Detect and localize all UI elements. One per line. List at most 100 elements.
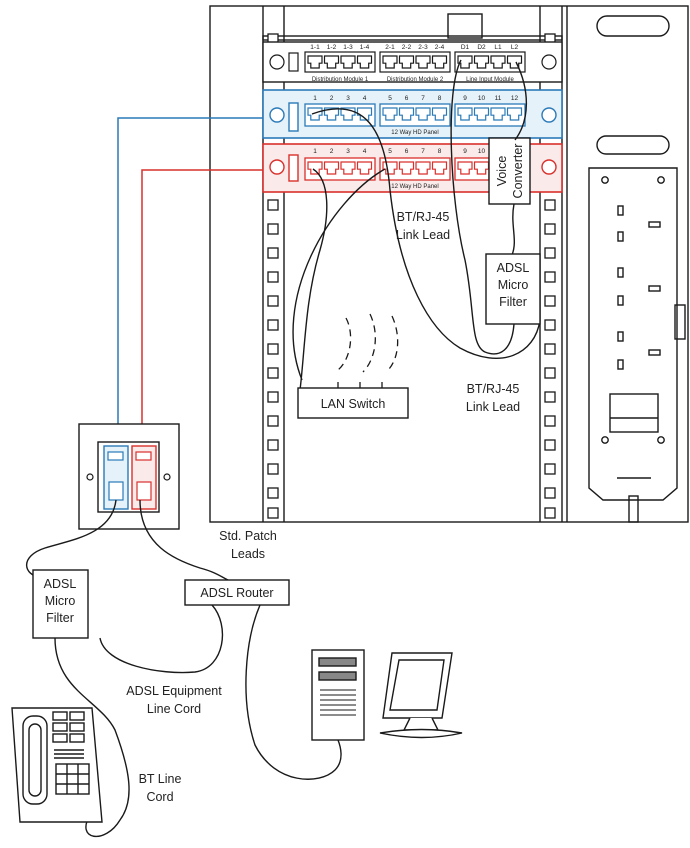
rj45-jack: [457, 161, 473, 175]
rj45-jack: [490, 107, 506, 121]
wifi-signal-icon: [337, 313, 399, 373]
adsl-router-label: ADSL Router: [200, 586, 273, 600]
adsl-filter-desk-line2: Micro: [45, 594, 76, 608]
rail-hole: [267, 223, 279, 235]
lan-switch: LAN Switch: [297, 382, 409, 419]
bt-rj45-link-lead-lower-line1: BT/RJ-45: [467, 382, 520, 396]
rail-hole: [544, 343, 556, 355]
rail-hole: [267, 463, 279, 475]
rj45-jack: [431, 107, 448, 121]
adsl-micro-filter-desk: ADSL Micro Filter: [32, 569, 89, 639]
rail-hole: [544, 223, 556, 235]
voice-converter: Voice Converter: [488, 137, 531, 205]
rj45-jack: [473, 55, 490, 69]
rail-hole: [267, 507, 279, 519]
adsl-filter-rack-line2: Micro: [498, 278, 529, 292]
port-number: 1-3: [343, 44, 353, 51]
rail-hole: [267, 367, 279, 379]
rj45-jack: [473, 107, 490, 121]
hd-panel-red-label: 12 Way HD Panel: [391, 184, 438, 190]
desktop-computer-icon: [311, 649, 365, 741]
port-number: 4: [363, 95, 367, 102]
external-cables: [26, 499, 342, 837]
bt-rj45-link-lead-lower-line2: Link Lead: [466, 400, 520, 414]
rail-hole: [544, 487, 556, 499]
rj45-jack: [323, 161, 340, 175]
distribution-module-1-label: Distribution Module 1: [312, 77, 369, 83]
adsl-filter-rack-line3: Filter: [499, 295, 527, 309]
port-number: 11: [495, 95, 502, 102]
port-number: D1: [461, 44, 470, 51]
port-number: 2: [330, 148, 334, 155]
port-number: 10: [478, 148, 486, 155]
rack-cables: [292, 59, 541, 391]
port-number: 1: [313, 95, 317, 102]
wall-socket-icon: [78, 423, 180, 530]
lan-switch-label: LAN Switch: [321, 397, 386, 411]
rj45-jack: [415, 107, 431, 121]
port-number: 10: [478, 95, 486, 102]
std-patch-leads-line1: Std. Patch: [219, 529, 277, 543]
bt-line-cord-line1: BT Line: [139, 772, 182, 786]
rail-hole: [267, 295, 279, 307]
rj45-jack: [398, 55, 415, 69]
rail-hole: [267, 415, 279, 427]
distribution-jacks: [307, 55, 523, 69]
port-number: 5: [388, 148, 392, 155]
bt-rj45-link-lead-upper-line2: Link Lead: [396, 228, 450, 242]
port-number: 12: [511, 95, 519, 102]
voice-converter-line2: Converter: [511, 144, 525, 199]
adsl-equipment-line-cord-line2: Line Cord: [147, 702, 201, 716]
rail-hole: [267, 391, 279, 403]
rj45-jack: [340, 55, 356, 69]
port-number: 4: [363, 148, 367, 155]
rj45-jack: [340, 161, 356, 175]
port-number: 5: [388, 95, 392, 102]
rj45-jack: [356, 107, 373, 121]
rj45-jack: [415, 161, 431, 175]
hd-panel-blue-label: 12 Way HD Panel: [391, 130, 438, 136]
port-number: 2-1: [385, 44, 395, 51]
port-number: 6: [405, 95, 409, 102]
port-number: 1-4: [360, 44, 370, 51]
port-number: 8: [438, 95, 442, 102]
port-number: 2-2: [402, 44, 412, 51]
adsl-micro-filter-rack: ADSL Micro Filter: [485, 253, 541, 325]
adsl-filter-rack-line1: ADSL: [497, 261, 530, 275]
rail-hole: [267, 343, 279, 355]
adsl-equipment-line-cord-line1: ADSL Equipment: [126, 684, 222, 698]
port-number: 2-3: [418, 44, 428, 51]
line-input-module-label: Line Input Module: [466, 77, 514, 83]
telephone-icon: [11, 707, 103, 823]
adsl-filter-desk-line1: ADSL: [44, 577, 77, 591]
rail-hole: [267, 199, 279, 211]
rj45-jack: [457, 107, 473, 121]
rail-hole: [267, 487, 279, 499]
rail-hole: [544, 391, 556, 403]
hd-red-jacks: [307, 161, 490, 175]
distribution-module-2-label: Distribution Module 2: [387, 77, 444, 83]
rj45-jack: [356, 55, 373, 69]
rj45-jack: [431, 161, 448, 175]
rj45-jack: [382, 107, 398, 121]
rj45-jack: [323, 107, 340, 121]
rail-hole: [544, 463, 556, 475]
port-number: L1: [494, 44, 502, 51]
std-patch-leads-line2: Leads: [231, 547, 265, 561]
port-number: 6: [405, 148, 409, 155]
bt-rj45-link-lead-upper-line1: BT/RJ-45: [397, 210, 450, 224]
port-number: 2: [330, 95, 334, 102]
monitor-icon: [379, 652, 463, 739]
rj45-jack: [415, 55, 431, 69]
adsl-filter-desk-line3: Filter: [46, 611, 74, 625]
port-number: 1-2: [327, 44, 337, 51]
rj45-jack: [490, 55, 506, 69]
port-number: 9: [463, 148, 467, 155]
rail-hole: [267, 271, 279, 283]
port-number: 1-1: [310, 44, 320, 51]
cabinet: [209, 5, 689, 523]
